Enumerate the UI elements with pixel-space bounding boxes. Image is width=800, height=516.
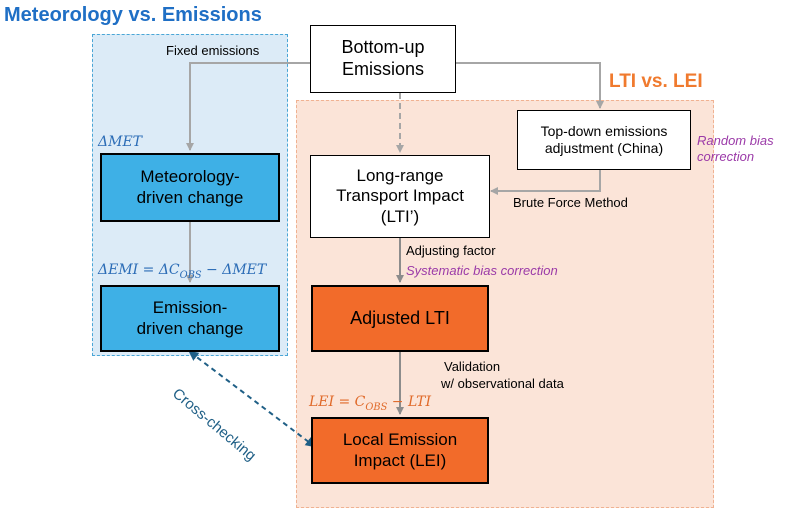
lei-equation: LEI = COBS − LTI xyxy=(309,394,431,413)
adjusting-factor-label: Adjusting factor xyxy=(406,243,496,258)
fixed-emissions-label: Fixed emissions xyxy=(166,43,260,58)
meteorology-driven-change-box: Meteorology- driven change xyxy=(100,153,280,222)
lti-prime-line-3: (LTI’) xyxy=(380,206,420,226)
lti-prime-line-2: Transport Impact xyxy=(336,186,464,206)
random-bias-line-1: Random bias xyxy=(697,133,774,148)
lei-line-1: Local Emission xyxy=(342,430,458,450)
systematic-bias-label: Systematic bias correction xyxy=(406,263,558,278)
arrow-cross-checking xyxy=(188,350,316,448)
emi-driven-line-2: driven change xyxy=(136,318,244,338)
arrow-to-top-down xyxy=(456,62,604,109)
delta-emi-rhs: − ΔMET xyxy=(201,262,267,278)
bottom-up-line-2: Emissions xyxy=(341,59,425,79)
validation-label: Validation w/ observational data xyxy=(441,359,564,393)
lei-line-2: Impact (LEI) xyxy=(353,450,447,470)
lei-eq-rhs: − LTI xyxy=(387,394,431,410)
delta-emi-sub: OBS xyxy=(179,269,202,281)
met-driven-line-1: Meteorology- xyxy=(140,167,240,187)
bottom-up-emissions-box: Bottom-up Emissions xyxy=(310,25,456,93)
random-bias-line-2: correction xyxy=(697,149,755,165)
adjusted-lti-box: Adjusted LTI xyxy=(311,285,489,352)
adjusted-lti-text: Adjusted LTI xyxy=(350,307,450,328)
heading-lti-vs-lei: LTI vs. LEI xyxy=(609,71,703,92)
arrow-fixed-emissions xyxy=(186,62,310,151)
lti-prime-line-1: Long-range xyxy=(356,165,444,185)
top-down-line-2: adjustment (China) xyxy=(544,140,664,156)
emi-driven-line-1: Emission- xyxy=(152,298,228,318)
met-driven-line-2: driven change xyxy=(136,187,244,207)
delta-met-equation: ΔMET xyxy=(98,134,143,150)
heading-meteorology-vs-emissions: Meteorology vs. Emissions xyxy=(4,4,262,26)
lei-eq-lhs: LEI = C xyxy=(309,394,366,410)
delta-emi-equation: ΔEMI = ΔCOBS − ΔMET xyxy=(98,262,266,281)
validation-line-1: Validation xyxy=(444,359,501,374)
local-emission-impact-box: Local Emission Impact (LEI) xyxy=(311,417,489,484)
random-bias-label: Random bias correction xyxy=(697,133,774,166)
top-down-line-1: Top-down emissions xyxy=(540,123,668,140)
lti-prime-box: Long-range Transport Impact (LTI’) xyxy=(310,155,490,238)
top-down-adjustment-box: Top-down emissions adjustment (China) xyxy=(517,110,691,170)
emission-driven-change-box: Emission- driven change xyxy=(100,285,280,352)
delta-emi-lhs: ΔEMI = ΔC xyxy=(98,262,180,278)
validation-line-2: w/ observational data xyxy=(441,375,564,391)
arrow-brute-force xyxy=(490,170,601,195)
bottom-up-line-1: Bottom-up xyxy=(341,37,425,58)
lei-eq-sub: OBS xyxy=(365,401,388,413)
brute-force-label: Brute Force Method xyxy=(513,195,628,210)
